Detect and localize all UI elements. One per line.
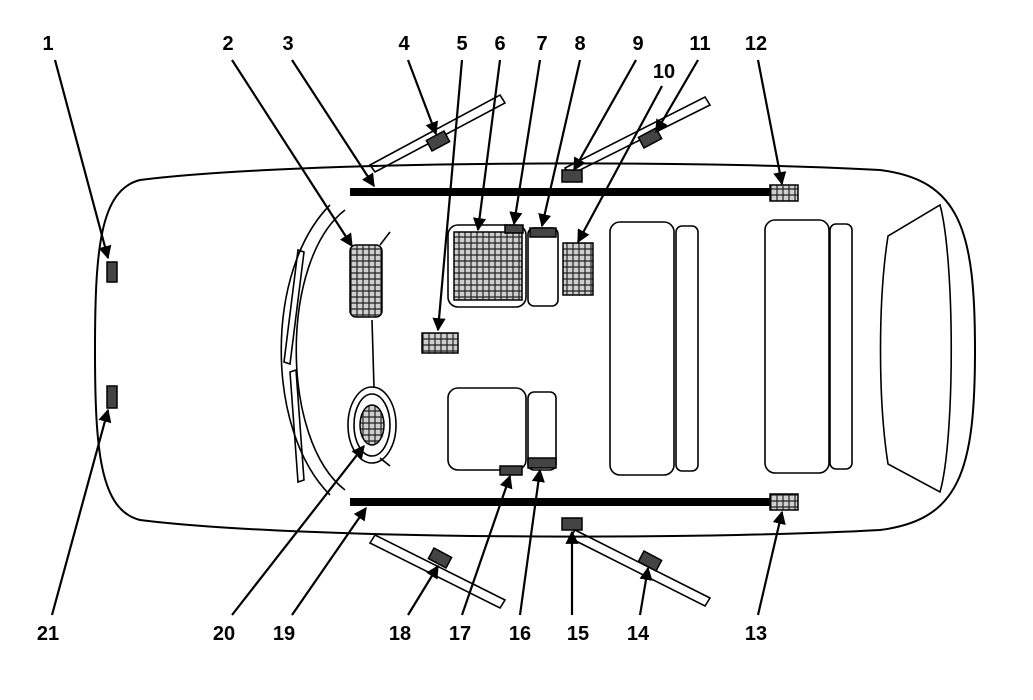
callout-12: 12 [745,33,767,55]
connector-4 [425,129,451,153]
callout-4: 4 [398,33,410,55]
callout-18: 18 [389,623,411,645]
callout-1: 1 [42,33,53,55]
module-10 [562,242,594,296]
callout-11: 11 [689,33,710,55]
callout-16: 16 [509,623,531,645]
third-row-seat-cushion [764,219,830,474]
connector-17 [499,465,523,476]
callout-21: 21 [37,623,59,645]
connector-21 [106,385,118,409]
callout-13: 13 [745,623,767,645]
callout-17: 17 [449,623,471,645]
connector-7 [504,224,524,234]
connector-1 [106,261,118,283]
callout-19: 19 [273,623,295,645]
front-door-strip-upper [368,93,507,174]
second-row-seat-cushion [609,221,675,476]
callout-6: 6 [494,33,505,55]
windshield-outline [295,209,346,491]
callout-20: 20 [213,623,235,645]
connector-15 [561,517,583,531]
wiper-blade-upper [283,248,305,366]
second-row-seat-back [675,225,699,472]
rear-door-strip-lower [568,528,712,608]
dash-top-edge [379,231,391,246]
connector-8 [529,227,557,238]
steering-wheel [347,386,397,464]
module-5 [421,332,459,354]
callout-15: 15 [567,623,589,645]
callout-10: 10 [653,61,675,83]
connector-12 [769,184,799,202]
callout-2: 2 [222,33,233,55]
leader-lines [50,59,787,616]
vehicle-body-outline [93,162,977,538]
right-side-rail [350,498,780,506]
front-door-strip-lower [368,533,507,610]
module-2 [349,244,383,318]
wiper-blade-lower [289,368,305,484]
module-20 [359,404,385,446]
callout-7: 7 [536,33,547,55]
console-line [371,319,375,389]
connector-9 [561,169,583,183]
driver-seat-back [527,227,559,307]
callout-5: 5 [456,33,467,55]
connector-11 [637,126,663,150]
dash-curve [280,204,331,496]
callout-14: 14 [627,623,650,645]
left-side-rail [350,188,780,196]
callout-8: 8 [574,33,585,55]
connector-13 [769,493,799,511]
connector-16 [527,457,557,469]
rear-window [879,203,953,494]
third-row-seat-back [829,223,853,470]
connector-14 [637,549,663,573]
passenger-seat-cushion [447,387,527,471]
callout-3: 3 [282,33,293,55]
steering-wheel-inner [353,393,391,457]
callout-9: 9 [632,33,643,55]
seat-module-6 [453,231,523,301]
connector-18 [427,546,453,570]
